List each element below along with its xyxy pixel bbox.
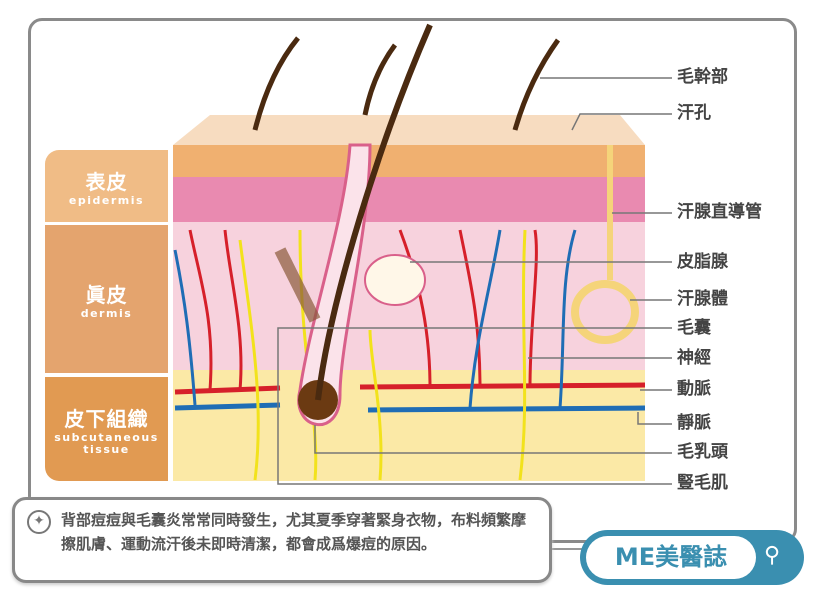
label-sweat-pore: 汗孔 xyxy=(677,103,711,123)
search-icon[interactable]: ⚲ xyxy=(764,543,781,568)
label-hair-shaft: 毛幹部 xyxy=(677,67,728,87)
note-text: 背部痘痘與毛囊炎常常同時發生，尤其夏季穿著緊身衣物，布料頻繁摩擦肌膚、運動流汗後… xyxy=(61,511,527,553)
label-sebaceous-gland: 皮脂腺 xyxy=(677,252,728,272)
epidermis-layer xyxy=(173,145,645,177)
layer-subtitle: epidermis xyxy=(68,193,145,207)
hair-follicle xyxy=(297,143,372,426)
label-hair-papilla: 毛乳頭 xyxy=(677,442,728,462)
brand-name: ME美醫誌 xyxy=(586,536,756,579)
note-box: ✦ 背部痘痘與毛囊炎常常同時發生，尤其夏季穿著緊身衣物，布料頻繁摩擦肌膚、運動流… xyxy=(12,497,552,583)
vein xyxy=(174,402,281,411)
layer-title: 表皮 xyxy=(85,169,128,194)
label-artery: 動脈 xyxy=(677,379,711,399)
skin-surface xyxy=(173,115,645,145)
leader-lines xyxy=(277,77,672,550)
label-sweat-gland: 汗腺體 xyxy=(677,289,728,309)
layer-title: 眞皮 xyxy=(85,282,128,307)
arrector-muscle xyxy=(274,247,321,323)
label-sweat-duct: 汗腺直導管 xyxy=(677,202,762,222)
label-hair-follicle: 毛囊 xyxy=(677,318,711,338)
layer-subtitle: dermis xyxy=(80,306,133,320)
sebaceous-gland xyxy=(364,254,426,306)
artery xyxy=(359,382,646,390)
layer-title: 皮下組織 xyxy=(64,406,149,431)
layer-subtitle-2: tissue xyxy=(83,442,130,456)
label-arrector-muscle: 豎毛肌 xyxy=(677,473,728,493)
hair-shaft xyxy=(315,23,433,401)
sweat-gland xyxy=(571,280,639,344)
brand-logo[interactable]: ME美醫誌 ⚲ xyxy=(580,530,804,585)
sparkle-icon: ✦ xyxy=(27,510,51,534)
label-nerve: 神經 xyxy=(677,348,711,368)
layer-subtitle: subcutaneous xyxy=(54,430,159,444)
epidermis-pink xyxy=(173,177,645,222)
label-vein: 靜脈 xyxy=(677,413,711,433)
